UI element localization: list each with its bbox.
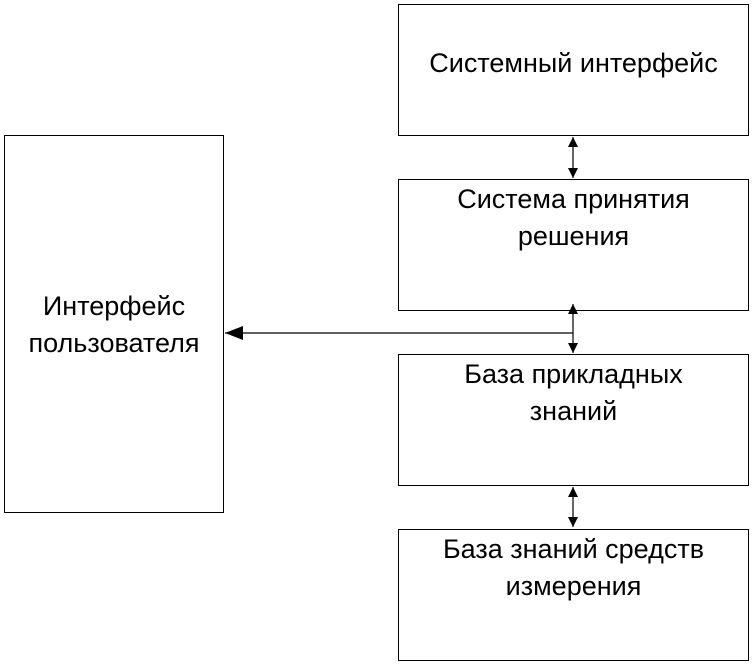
measurement-knowledge-block: База знаний средств измерения [398,529,749,661]
user-interface-block: Интерфейс пользователя [4,135,224,513]
system-interface-block: Системный интерфейс [398,4,749,136]
applied-knowledge-label: База прикладных знаний [464,359,683,426]
measurement-knowledge-label: База знаний средств измерения [442,534,705,601]
system-interface-label: Системный интерфейс [429,48,718,78]
decision-system-label: Система принятия решения [457,184,690,251]
user-interface-label: Интерфейс пользователя [28,291,200,358]
applied-knowledge-block: База прикладных знаний [398,354,749,486]
